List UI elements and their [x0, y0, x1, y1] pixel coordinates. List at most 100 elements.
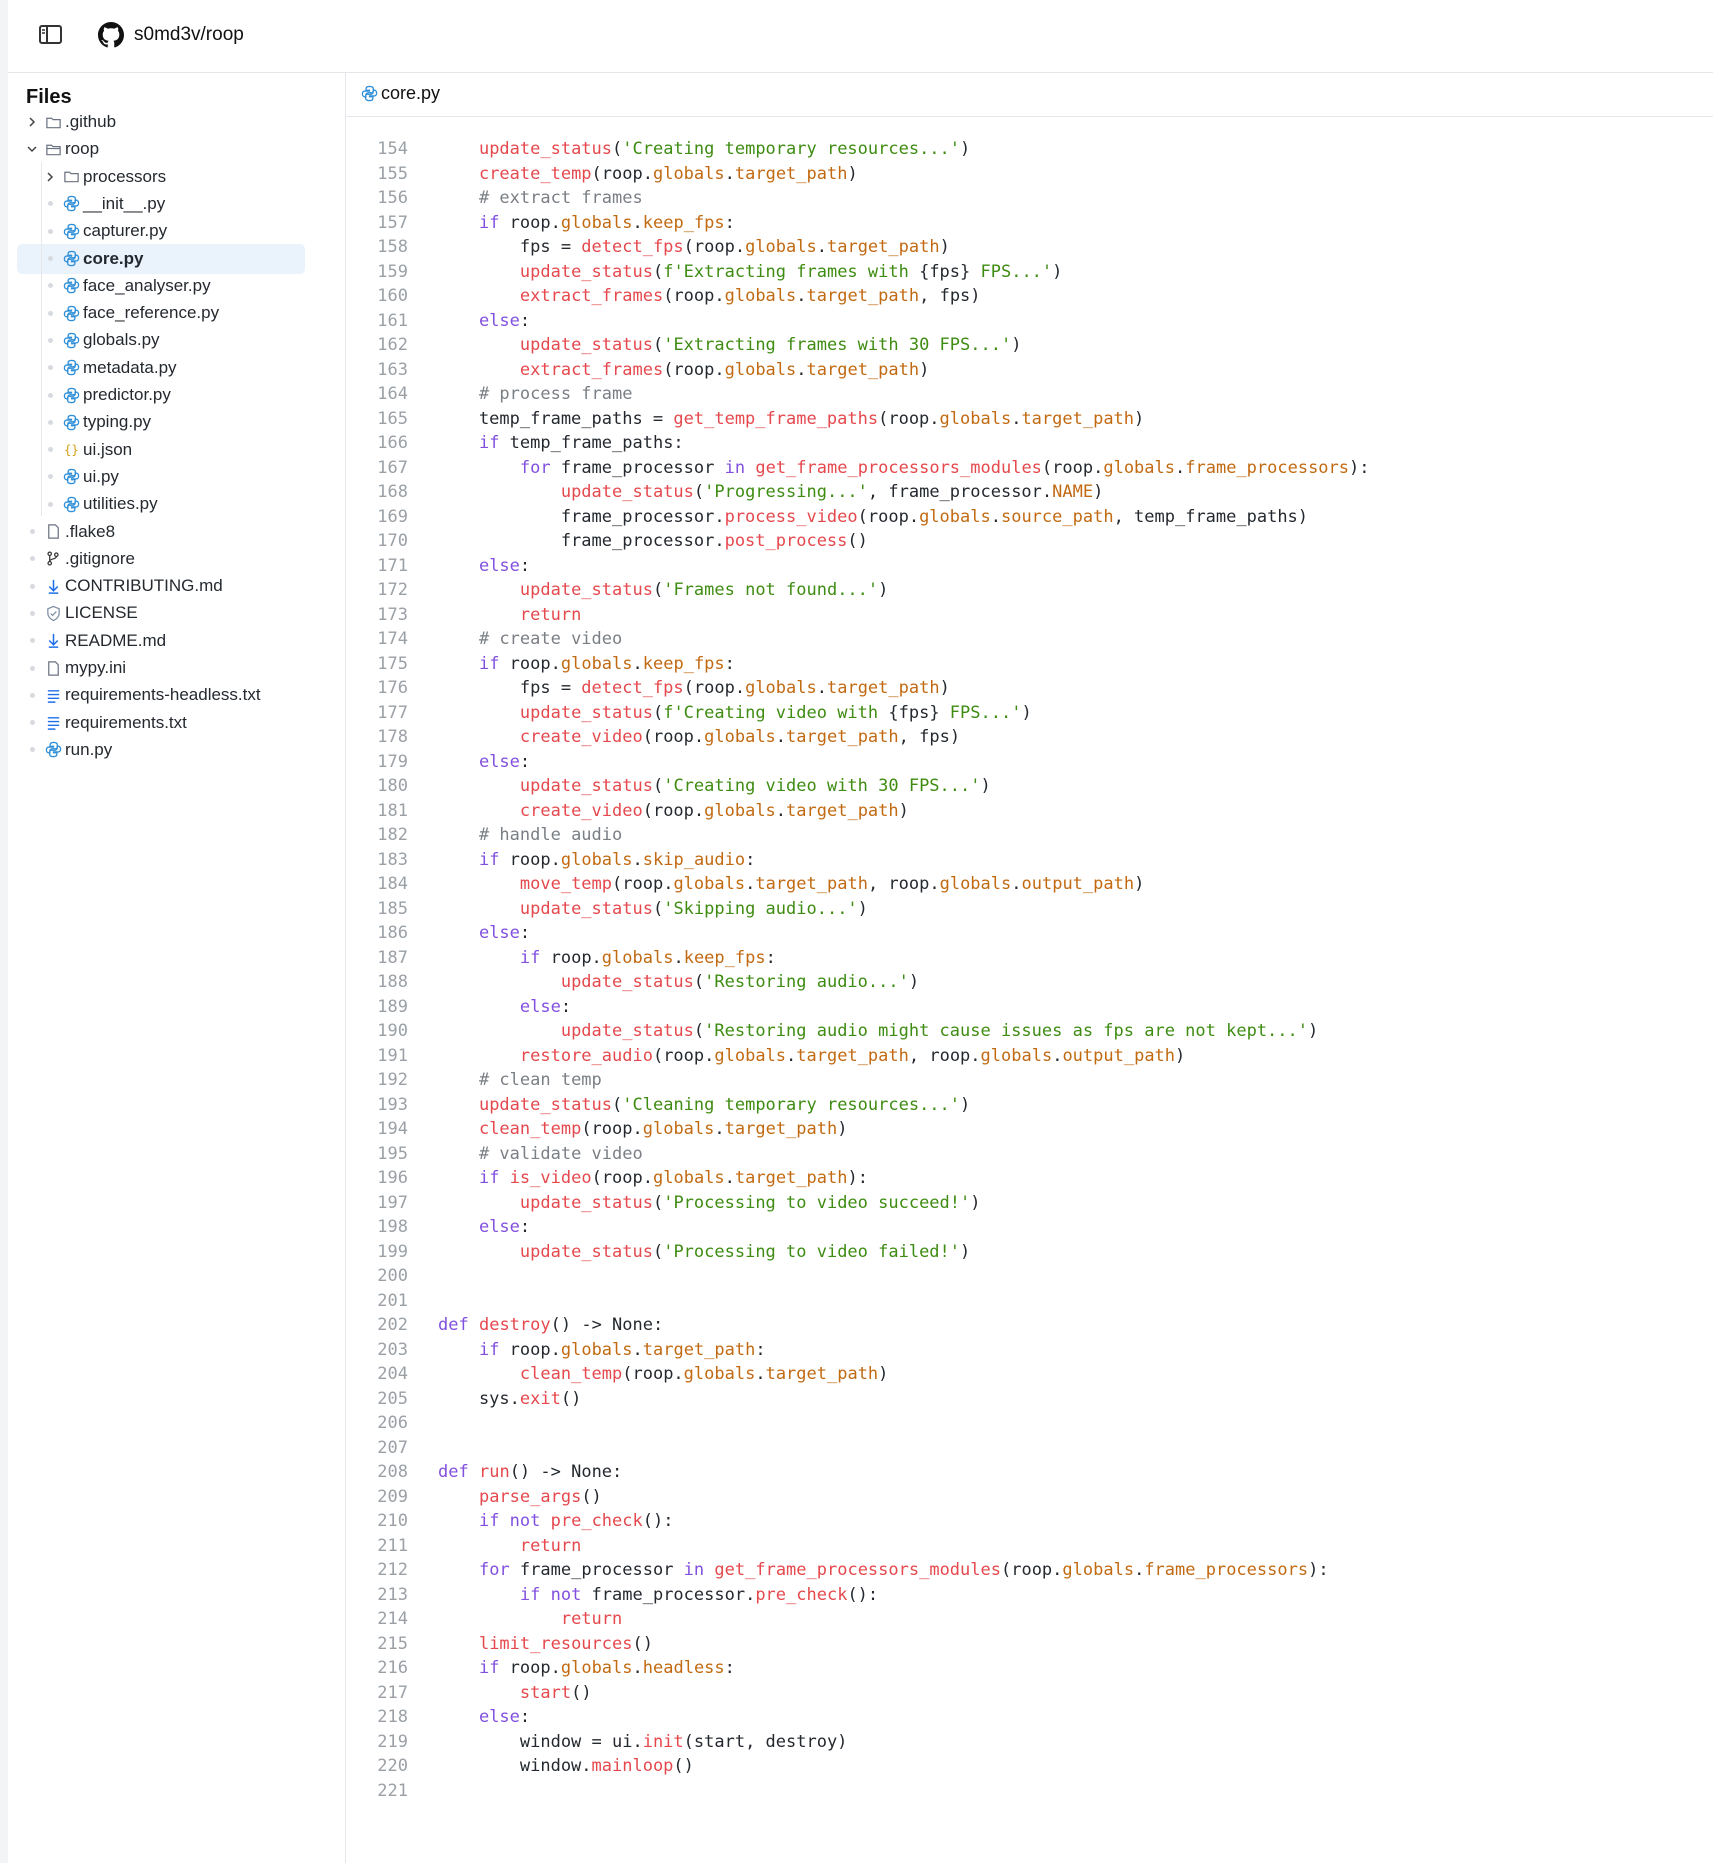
file-tree-item-metadata-py[interactable]: metadata.py: [8, 353, 360, 383]
file-tree-label: ui.json: [83, 439, 133, 459]
line-number: 177: [377, 702, 408, 723]
code-text: update_status('Creating video with 30 FP…: [519, 776, 991, 796]
code-line: 171 else:: [346, 554, 1713, 578]
line-number: 207: [377, 1437, 408, 1458]
file-tree-item-mypy-ini[interactable]: mypy.ini: [8, 653, 342, 683]
repo-name[interactable]: s0md3v/roop: [134, 24, 244, 45]
file-tree-item-core-py[interactable]: core.py: [17, 243, 305, 274]
chevron-right-icon[interactable]: [40, 167, 60, 187]
code-line: 219 window = ui.init(start, destroy): [346, 1730, 1713, 1754]
file-tree-label: LICENSE: [65, 603, 138, 623]
line-number: 190: [377, 1021, 408, 1041]
file-tree-item-requirements-headless-txt[interactable]: requirements-headless.txt: [8, 680, 342, 710]
file-tree-label: .github: [65, 112, 117, 131]
file-tree-item-ui-json[interactable]: {} ui.json: [8, 435, 360, 465]
code-line: 172 update_status('Frames not found...'): [346, 578, 1713, 602]
file-tree-label: typing.py: [83, 412, 152, 432]
code-line: 207: [346, 1436, 1713, 1460]
line-number: 201: [377, 1290, 408, 1311]
file-tree-item-capturer-py[interactable]: capturer.py: [8, 216, 360, 246]
file-tree-item-ui-py[interactable]: ui.py: [8, 462, 360, 492]
line-number: 165: [377, 408, 408, 429]
file-tree-item-readme-md[interactable]: README.md: [8, 626, 342, 656]
file-tree-item-face-analyser-py[interactable]: face_analyser.py: [8, 271, 360, 301]
line-number: 180: [377, 776, 408, 796]
code-line: 165 temp_frame_paths = get_temp_frame_pa…: [346, 407, 1713, 431]
file-icon: [44, 659, 62, 677]
python-icon: [62, 250, 80, 268]
code-line: 158 fps = detect_fps(roop.globals.target…: [346, 235, 1713, 259]
file-tree-label: ui.py: [83, 466, 119, 486]
file-tree-label: .gitignore: [65, 548, 135, 568]
code-line: 209 parse_args(): [346, 1485, 1713, 1509]
line-number: 197: [377, 1192, 408, 1213]
chevron-right-icon[interactable]: [22, 112, 42, 132]
code-line: 199 update_status('Processing to video f…: [346, 1240, 1713, 1264]
line-number: 206: [377, 1413, 408, 1433]
code-line: 186 else:: [346, 921, 1713, 945]
sidebar-toggle-icon[interactable]: [38, 24, 64, 46]
code-line: 155 create_temp(roop.globals.target_path…: [346, 162, 1713, 186]
code-text: else:: [478, 555, 531, 576]
chevron-down-icon[interactable]: [22, 139, 42, 159]
code-line: 194 clean_temp(roop.globals.target_path): [346, 1117, 1713, 1141]
python-icon: [62, 359, 80, 377]
github-icon[interactable]: [98, 22, 124, 48]
code-text: def run() -> None:: [438, 1462, 623, 1482]
code-text: parse_args(): [478, 1486, 602, 1507]
file-tree-item-github[interactable]: .github: [8, 107, 342, 137]
file-tree-item-init-py[interactable]: __init__.py: [8, 189, 360, 219]
file-tree-item-processors[interactable]: processors: [8, 162, 360, 192]
file-tree-item-flake8[interactable]: .flake8: [8, 517, 342, 547]
code-text: if temp_frame_paths:: [478, 433, 684, 453]
tree-bullet: [22, 638, 42, 643]
code-line: 161 else:: [346, 309, 1713, 333]
code-text: else:: [519, 996, 572, 1017]
file-tree-item-roop[interactable]: roop: [8, 134, 342, 164]
code-line: 184 move_temp(roop.globals.target_path, …: [346, 872, 1713, 896]
tree-bullet: [40, 256, 60, 261]
python-icon: [360, 85, 378, 103]
code-text: for frame_processor in get_frame_process…: [519, 457, 1370, 478]
code-line: 189 else:: [346, 995, 1713, 1019]
code-text: create_temp(roop.globals.target_path): [478, 163, 858, 184]
file-tree-item-contributing-md[interactable]: CONTRIBUTING.md: [8, 571, 342, 601]
code-text: restore_audio(roop.globals.target_path, …: [519, 1045, 1186, 1066]
file-tree-item-typing-py[interactable]: typing.py: [8, 407, 360, 437]
line-number: 182: [377, 825, 408, 845]
text-file-icon: [44, 714, 62, 732]
tree-bullet: [40, 502, 60, 507]
file-tree-item-requirements-txt[interactable]: requirements.txt: [8, 708, 342, 738]
code-line: 160 extract_frames(roop.globals.target_p…: [346, 284, 1713, 308]
line-number: 220: [377, 1756, 408, 1776]
svg-text:{}: {}: [63, 443, 78, 457]
file-tree-item-globals-py[interactable]: globals.py: [8, 325, 360, 355]
file-tree-item-face-reference-py[interactable]: face_reference.py: [8, 298, 360, 328]
tree-bullet: [22, 666, 42, 671]
file-tree-item-gitignore[interactable]: .gitignore: [8, 544, 342, 574]
code-text: # validate video: [478, 1143, 643, 1164]
code-text: update_status('Frames not found...'): [519, 580, 889, 600]
file-tree-item-utilities-py[interactable]: utilities.py: [8, 489, 360, 519]
code-line: 179 else:: [346, 750, 1713, 774]
code-line: 201: [346, 1289, 1713, 1313]
file-tree-item-license[interactable]: LICENSE: [8, 598, 342, 628]
python-icon: [62, 277, 80, 295]
file-tree-label: roop: [65, 139, 100, 159]
code-line: 175 if roop.globals.keep_fps:: [346, 652, 1713, 676]
code-text: sys.exit(): [438, 1388, 582, 1409]
line-number: 181: [377, 800, 408, 821]
line-number: 209: [377, 1486, 408, 1507]
tree-bullet: [40, 365, 60, 370]
file-tree-item-predictor-py[interactable]: predictor.py: [8, 380, 360, 410]
code-text: else:: [478, 751, 531, 772]
file-tree-label: face_analyser.py: [83, 275, 211, 295]
file-tree-item-run-py[interactable]: run.py: [8, 735, 342, 765]
code-text: if roop.globals.keep_fps:: [478, 212, 735, 233]
code-line: 217 start(): [346, 1681, 1713, 1705]
code-line: 164 # process frame: [346, 382, 1713, 406]
line-number: 156: [377, 188, 408, 208]
tab-core-py[interactable]: core.py: [360, 83, 440, 104]
folder-icon: [44, 113, 62, 131]
